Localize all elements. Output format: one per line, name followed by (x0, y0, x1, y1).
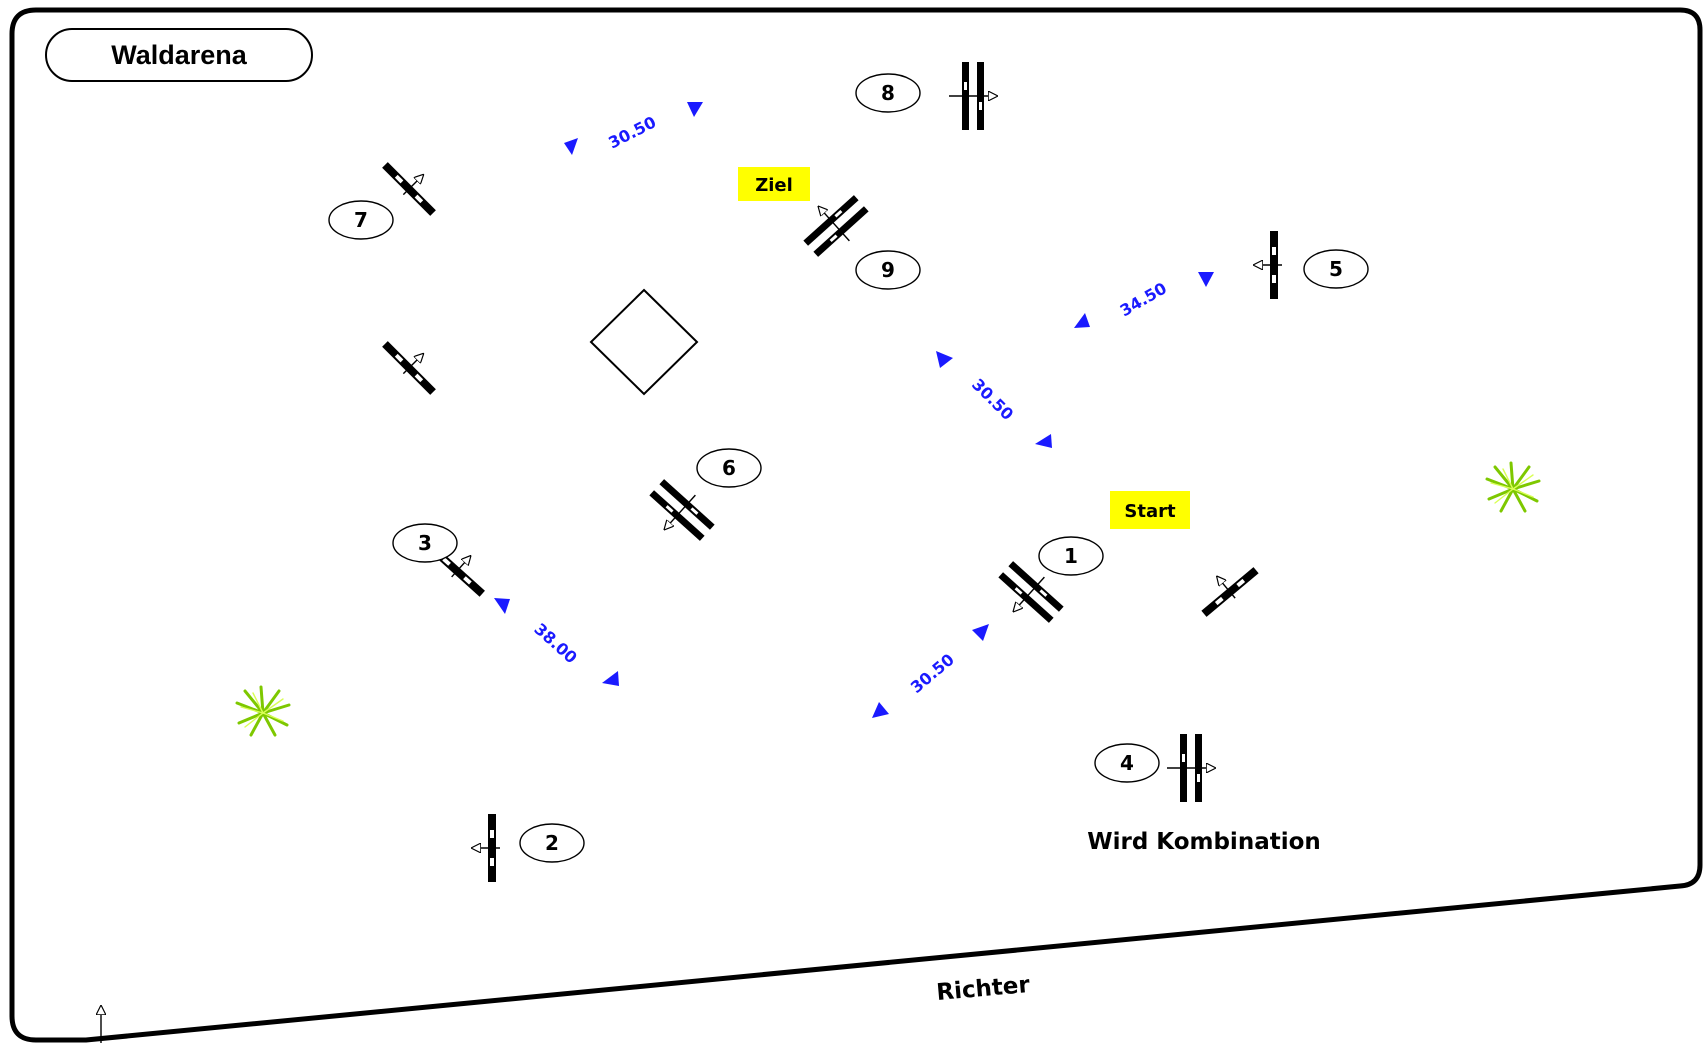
jump-8 (949, 62, 997, 130)
arena-fence (9, 7, 1703, 1043)
jump-unnumbered-b (1201, 567, 1259, 617)
diamond-shape (589, 288, 699, 396)
svg-text:7: 7 (354, 208, 368, 232)
svg-text:4: 4 (1120, 751, 1134, 775)
obstacle-number-3: 3 (392, 523, 458, 563)
judge-label: Richter (935, 972, 1031, 1006)
jump-4 (1167, 734, 1215, 802)
jump-9 (803, 195, 869, 257)
jump-5 (1254, 231, 1282, 299)
combination-note: Wird Kombination (1087, 829, 1321, 855)
distance-marker (494, 598, 619, 686)
obstacle-number-8: 8 (855, 73, 921, 113)
distance-marker (1074, 272, 1214, 328)
obstacle-number-6: 6 (696, 448, 762, 488)
jump-2 (472, 814, 500, 882)
svg-text:6: 6 (722, 456, 736, 480)
obstacle-number-4: 4 (1094, 743, 1160, 783)
obstacle-number-5: 5 (1303, 249, 1369, 289)
svg-text:Start: Start (1124, 501, 1176, 522)
jump-6 (649, 479, 715, 541)
obstacle-number-1: 1 (1038, 536, 1104, 576)
obstacle-number-9: 9 (855, 250, 921, 290)
jump-unnumbered-a (382, 341, 436, 395)
svg-text:5: 5 (1329, 257, 1343, 281)
distance-marker (936, 351, 1052, 448)
distance-marker (872, 624, 989, 718)
finish-label: Ziel (738, 167, 810, 201)
jump-1 (998, 561, 1064, 623)
bush-icon (1485, 461, 1541, 513)
obstacle-number-7: 7 (328, 200, 394, 240)
svg-text:3: 3 (418, 531, 432, 555)
jump-7 (382, 162, 436, 216)
arena-name-box (45, 28, 313, 82)
distance-marker (564, 102, 703, 155)
svg-text:8: 8 (881, 81, 895, 105)
bush-icon (235, 685, 291, 737)
start-label: Start (1110, 491, 1190, 529)
svg-text:Ziel: Ziel (755, 175, 793, 196)
obstacle-number-2: 2 (519, 823, 585, 863)
svg-text:2: 2 (545, 831, 559, 855)
svg-text:9: 9 (881, 258, 895, 282)
svg-text:1: 1 (1064, 544, 1078, 568)
arena-name: Waldarena (111, 40, 248, 70)
